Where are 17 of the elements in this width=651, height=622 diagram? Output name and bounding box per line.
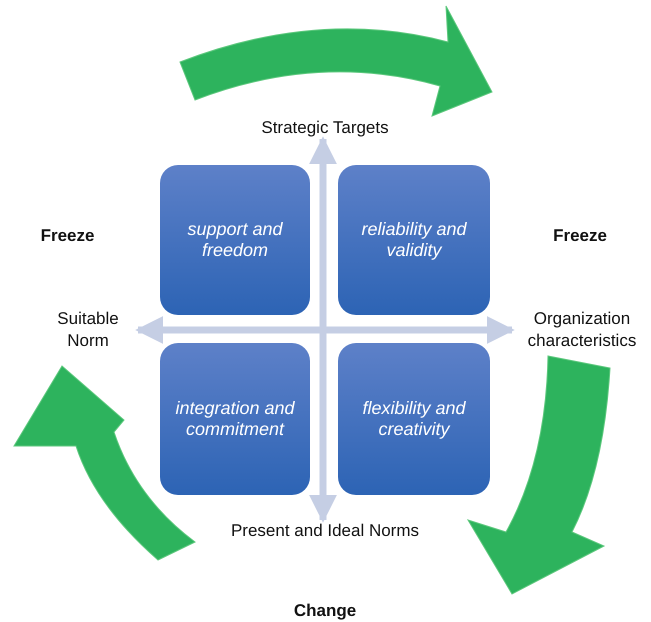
axis-label: Suitable Norm [38, 308, 138, 352]
quadrant-box [160, 343, 310, 495]
quadrant-box [338, 343, 490, 495]
stage-label: Change [292, 600, 358, 622]
axis-label: Strategic Targets [200, 117, 450, 139]
quadrant-box [338, 165, 490, 315]
quadrant-text: flexibility and creativity [361, 398, 467, 440]
axis-label: Organization characteristics [512, 308, 651, 352]
axis-label: Present and Ideal Norms [195, 520, 455, 542]
stage-label: Freeze [552, 225, 608, 247]
axis-arrow [135, 316, 515, 344]
axis-arrow [309, 136, 337, 523]
quadrant-text: reliability and validity [360, 219, 468, 261]
quadrant-text: support and freedom [186, 219, 284, 261]
quadrant-text: integration and commitment [174, 398, 296, 440]
stage-label: Freeze [40, 225, 96, 247]
quadrant-box [160, 165, 310, 315]
